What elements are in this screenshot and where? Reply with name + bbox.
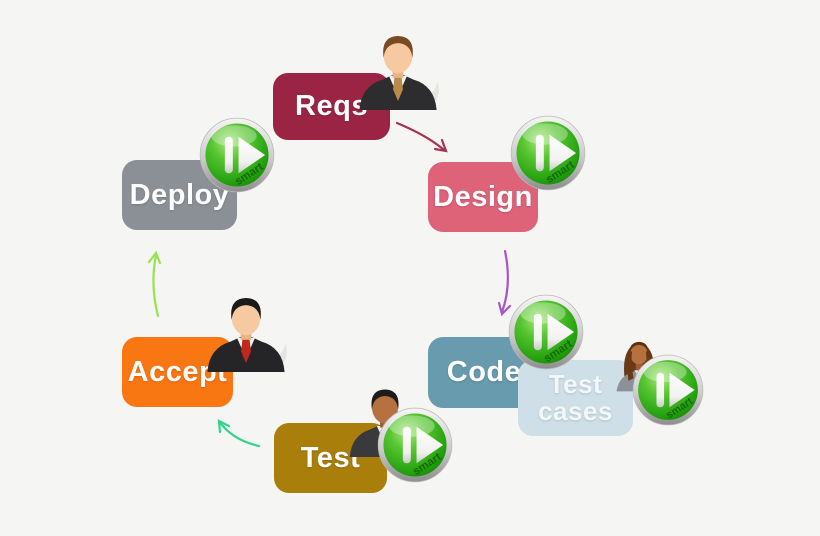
head [630, 343, 648, 365]
node-test-label: Test [300, 441, 361, 474]
arrow-design-code [500, 249, 509, 314]
hair [231, 297, 261, 320]
businessman-icon [359, 35, 439, 110]
smart-play-badge: smart [510, 115, 586, 191]
node-code-label: Code [446, 356, 522, 389]
smart-play-badge: smart [632, 354, 704, 426]
arrow-accept-deploy [152, 253, 160, 318]
smart-play-badge: smart [508, 294, 584, 370]
node-reqs-label: Reqs [295, 90, 368, 123]
node-deploy-label: Deploy [129, 178, 230, 211]
node-design-label: Design [433, 180, 533, 213]
businessman-icon [207, 297, 287, 372]
hair [383, 35, 413, 58]
arrowhead-reqs-design [433, 138, 448, 153]
arrow-test-accept [217, 419, 261, 448]
hair [371, 389, 399, 410]
hair-left [627, 350, 634, 381]
arrowhead-accept-deploy [147, 250, 162, 265]
tie [241, 339, 251, 364]
smart-play-badge: smart [377, 407, 453, 483]
head [371, 390, 399, 424]
hair-front [629, 341, 649, 354]
node-design: Design [428, 162, 538, 232]
arrow-reqs-design [395, 121, 446, 152]
head [231, 299, 261, 336]
smart-play-badge: smart [199, 117, 275, 193]
node-test-cases-label: Test cases [538, 368, 613, 426]
node-deploy: Deploy [122, 160, 237, 230]
arrowhead-test-accept [217, 419, 231, 434]
node-test-cases: Test cases [518, 360, 633, 436]
head [383, 37, 413, 74]
tie [393, 77, 403, 102]
